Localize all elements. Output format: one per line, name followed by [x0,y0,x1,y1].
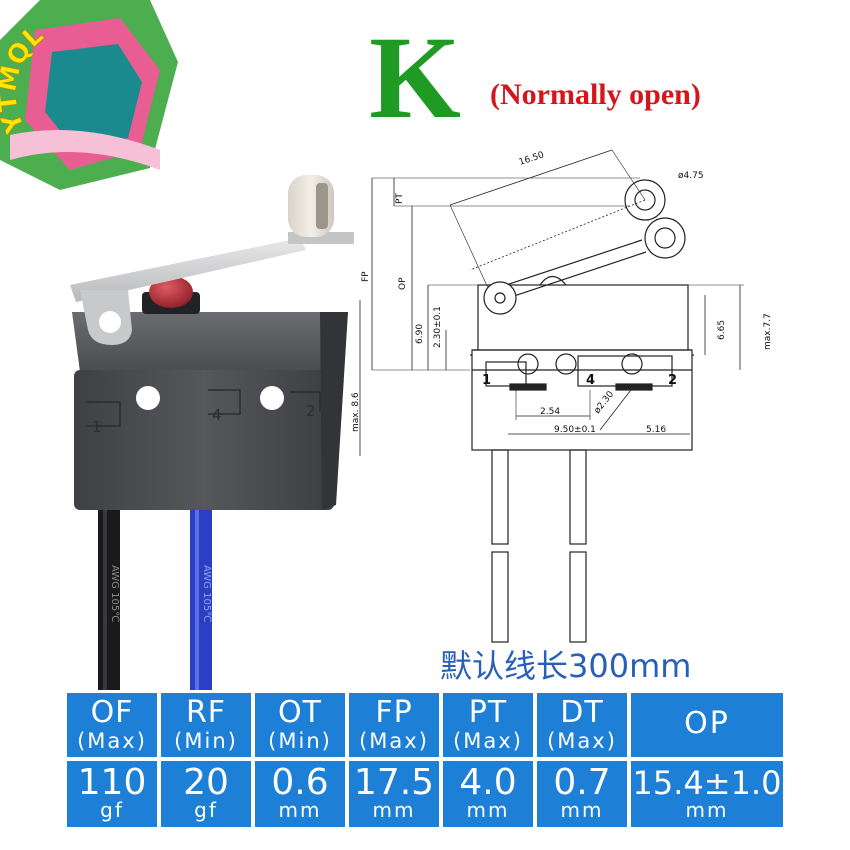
dim-pt: PT [395,193,405,204]
spec-name: RF [185,695,227,730]
dim-lever-length: 16.50 [518,150,546,168]
spec-value-rf: 20 gf [161,761,251,827]
spec-qualifier: (Max) [453,729,523,753]
spec-table: OF (Max) RF (Min) OT (Min) FP (Max) PT (… [64,690,786,830]
dim-2-54: 2.54 [540,407,560,417]
spec-value-pt: 4.0 mm [443,761,533,827]
spec-value: 15.4±1.0 [632,764,782,802]
spec-name: DT [560,695,604,730]
spec-value: 0.6 [271,762,329,803]
dim-max-8-6: max. 8.6 [351,392,361,432]
brand-logo: YTMQL [0,0,178,190]
spec-value-op: 15.4±1.0 mm [631,761,783,827]
blue-wire-print: AWG 105℃ [201,565,212,622]
spec-header-ot: OT (Min) [255,693,345,757]
dim-9-50: 9.50±0.1 [554,425,596,435]
spec-qualifier: (Min) [268,729,332,753]
mounting-hole-left [136,386,160,410]
drawing-terminal-1: 1 [482,373,491,388]
dim-roller-dia: ø4.75 [678,171,704,181]
spec-value-ot: 0.6 mm [255,761,345,827]
dim-6-90: 6.90 [415,324,425,344]
body-terminal-2: 2 [306,402,316,420]
switch-photo: AWG 105℃ AWG 105℃ 1 4 2 [70,175,354,690]
dim-max-7-7: max.7.7 [763,313,773,350]
spec-name: FP [375,695,413,730]
body-terminal-4: 4 [212,406,222,424]
spec-header-fp: FP (Max) [349,693,439,757]
actuator-button [149,276,193,308]
spec-unit: mm [560,798,604,822]
dim-op: OP [398,277,408,290]
spec-qualifier: (Max) [359,729,429,753]
spec-value-fp: 17.5 mm [349,761,439,827]
contact-type: (Normally open) [490,78,701,111]
spec-value: 20 [183,762,229,803]
spec-value: 110 [77,762,147,803]
spec-header-dt: DT (Max) [537,693,627,757]
spec-header-op: OP [631,693,783,757]
dimension-drawing [359,149,744,643]
spec-unit: gf [194,798,218,822]
spec-value: 4.0 [459,762,517,803]
spec-value: 17.5 [353,762,435,803]
spec-header-pt: PT (Max) [443,693,533,757]
spec-unit: mm [685,798,729,822]
switch-body [74,370,334,510]
black-wire-print: AWG 105℃ [109,565,120,622]
dim-6-65: 6.65 [717,320,727,340]
dim-2-30: 2.30±0.1 [433,306,443,348]
spec-name: OP [684,706,730,741]
drawing-terminal-4: 4 [586,373,595,388]
default-wire-length: 默认线长300mm [440,647,692,685]
spec-name: OF [90,695,134,730]
spec-unit: mm [278,798,322,822]
spec-header-of: OF (Max) [67,693,157,757]
spec-value-of: 110 gf [67,761,157,827]
spec-unit: mm [466,798,510,822]
spec-unit: gf [100,798,124,822]
roller-lever [70,238,306,302]
spec-value-dt: 0.7 mm [537,761,627,827]
spec-unit: mm [372,798,416,822]
spec-header-rf: RF (Min) [161,693,251,757]
spec-qualifier: (Max) [547,729,617,753]
mounting-hole-right [260,386,284,410]
code-letter: K [369,12,461,143]
drawing-terminal-2: 2 [668,373,677,388]
dim-5-16: 5.16 [646,425,666,435]
dim-fp: FP [361,271,371,282]
spec-name: OT [278,695,322,730]
spec-qualifier: (Min) [174,729,238,753]
spec-name: PT [468,695,508,730]
body-terminal-1: 1 [92,418,102,436]
spec-qualifier: (Max) [77,729,147,753]
spec-value: 0.7 [553,762,611,803]
